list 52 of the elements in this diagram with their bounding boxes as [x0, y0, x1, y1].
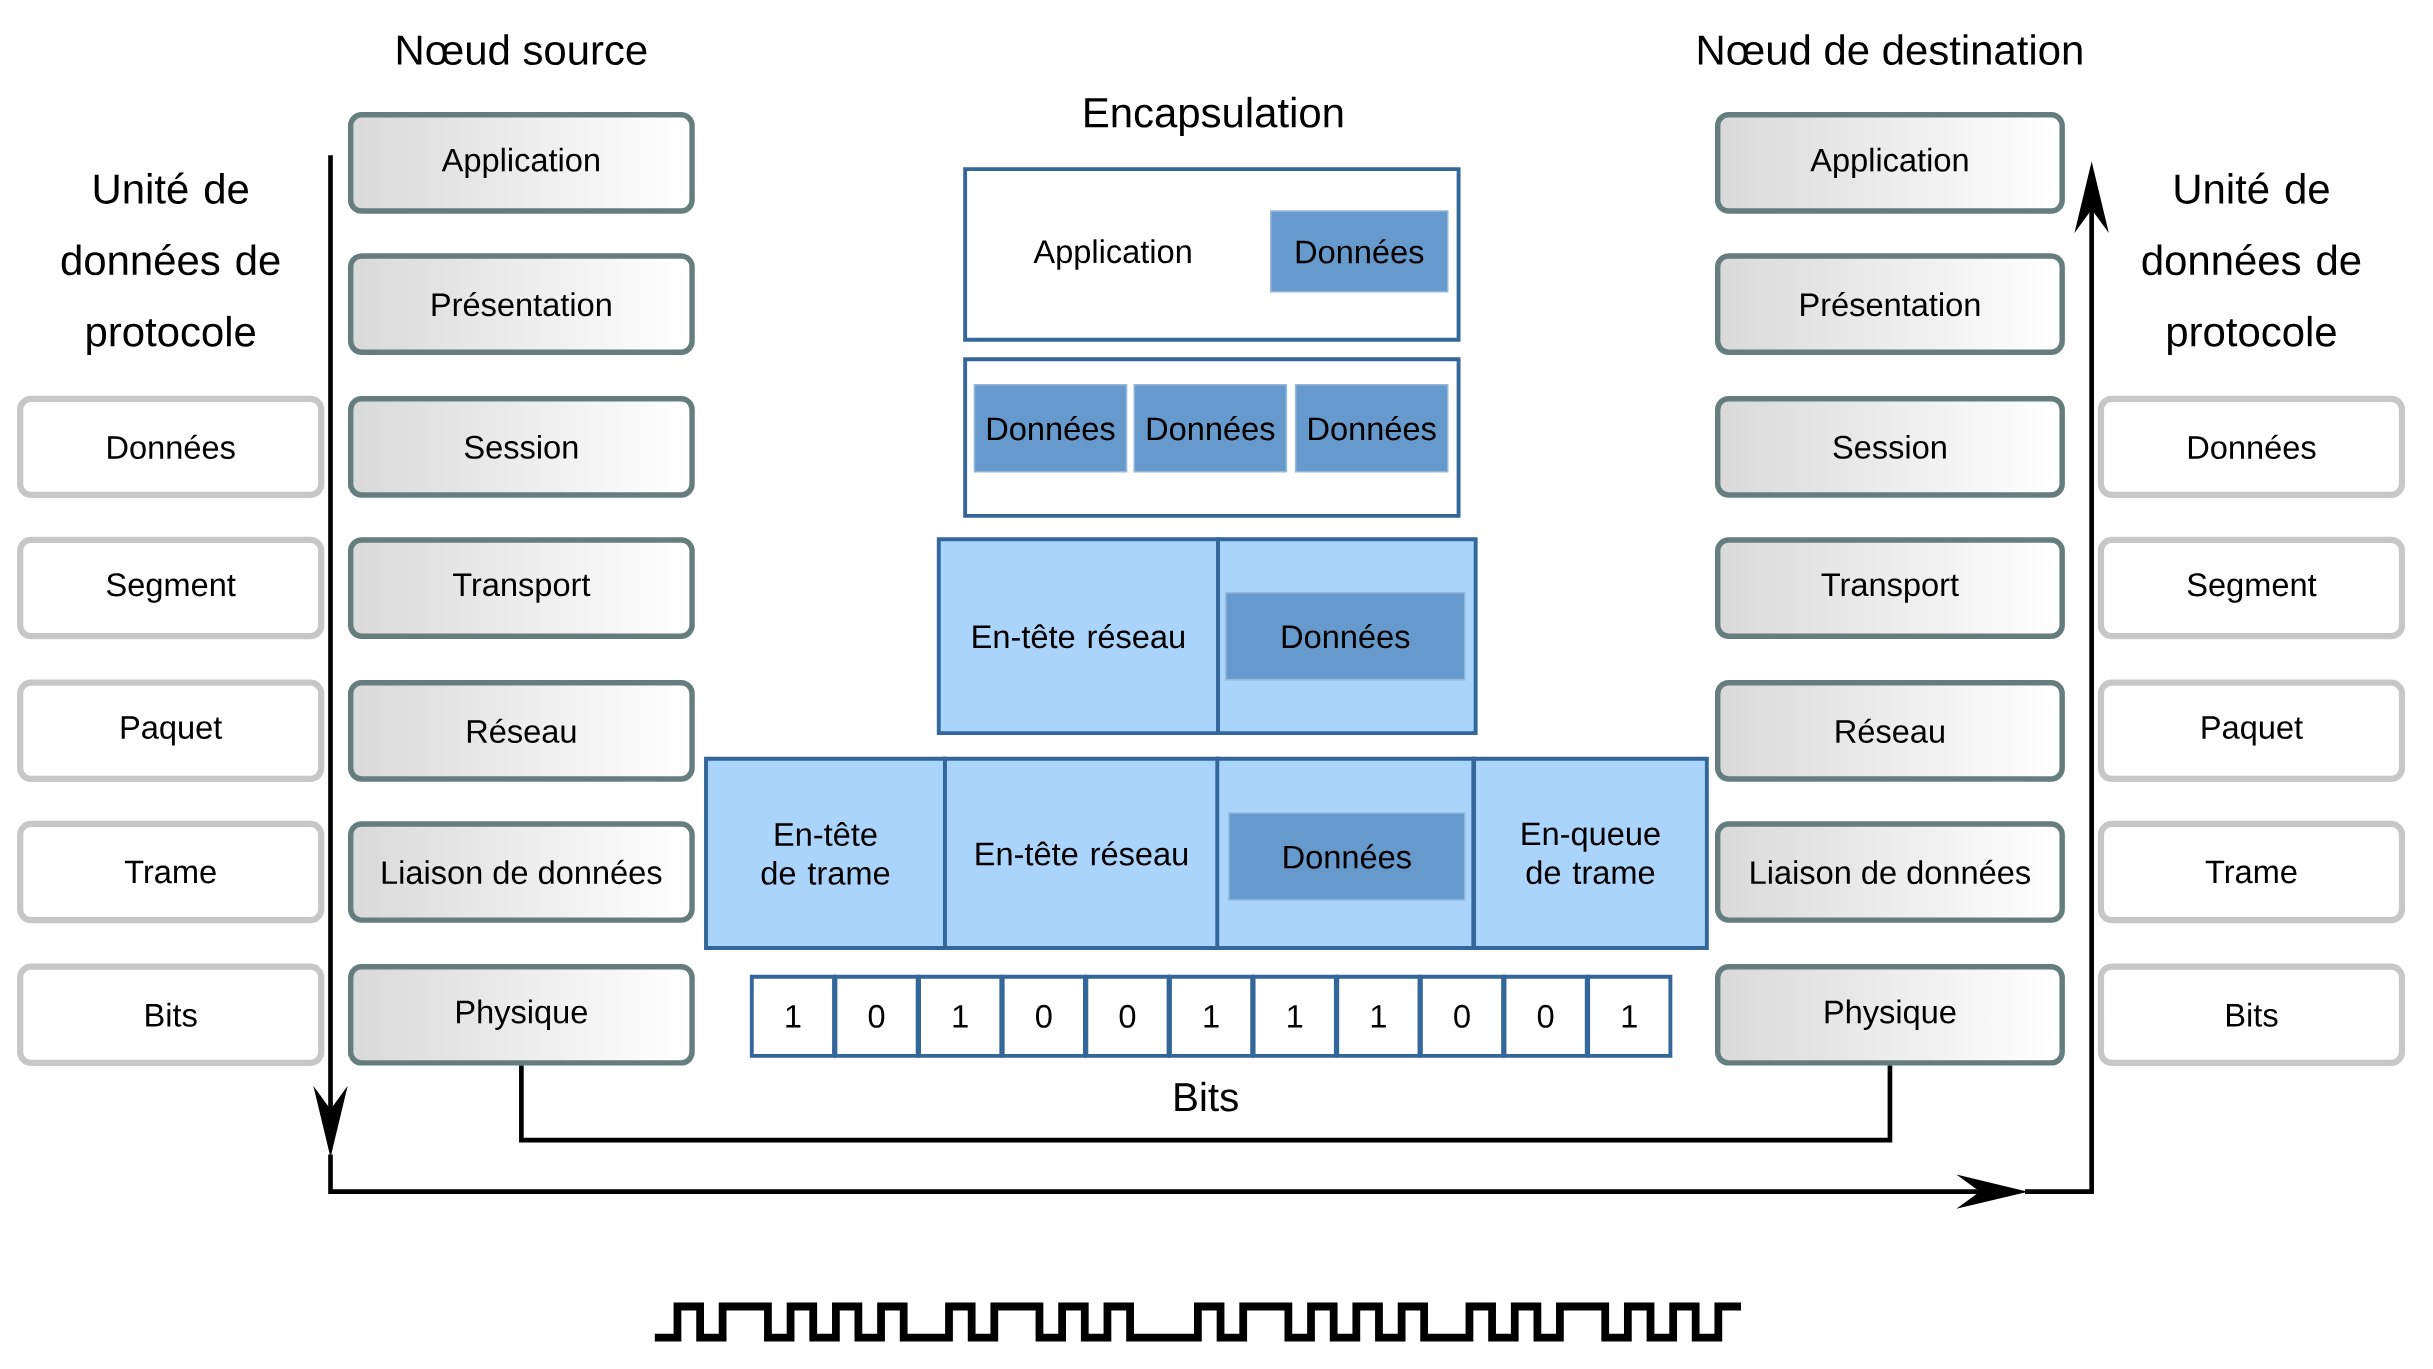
- bit-cell: 0: [1000, 975, 1087, 1059]
- pdu-box: Données: [17, 395, 325, 499]
- pdu-box: Trame: [2097, 821, 2406, 924]
- bit-cell: 1: [1586, 975, 1673, 1059]
- data-block: Données: [1225, 592, 1466, 681]
- header-cell: En-tête de trame: [704, 757, 947, 951]
- layer-box: Physique: [1715, 964, 2065, 1066]
- layer-box: Présentation: [347, 253, 695, 356]
- data-block: Données: [1228, 812, 1466, 901]
- bit-cell: 0: [1502, 975, 1589, 1059]
- data-block: Données: [1294, 384, 1449, 473]
- pdu-box: Paquet: [2097, 679, 2406, 783]
- layer-box: Réseau: [347, 680, 695, 782]
- data-block: Données: [1133, 384, 1288, 473]
- column-heading: Nœud source: [397, 34, 647, 66]
- connector-line: [519, 1065, 1893, 1143]
- bit-cell: 1: [1251, 975, 1338, 1059]
- bit-cell: 0: [1418, 975, 1506, 1059]
- pdu-box: Segment: [2097, 537, 2406, 640]
- header-cell: En-queue de trame: [1472, 757, 1709, 951]
- layer-box: Transport: [347, 537, 695, 640]
- layer-box: Application: [1715, 112, 2065, 214]
- data-block: Données: [1270, 210, 1449, 293]
- pdu-box: Paquet: [17, 679, 325, 783]
- header-cell: En-tête réseau: [936, 537, 1220, 736]
- pdu-box: Bits: [2097, 963, 2406, 1067]
- layer-box: Physique: [347, 964, 695, 1066]
- column-heading: Encapsulation: [1085, 97, 1343, 137]
- column-heading: Nœud de destination: [1698, 34, 2082, 66]
- layer-box: Session: [1715, 396, 2065, 498]
- layer-box: Liaison de données: [1715, 821, 2065, 924]
- layer-box: Session: [347, 396, 695, 498]
- bit-cell: 1: [1335, 975, 1422, 1059]
- column-heading: Unité de données de protocole: [2142, 172, 2361, 356]
- bit-cell: 1: [917, 975, 1004, 1059]
- pdu-box: Segment: [17, 537, 325, 640]
- bit-cell: 1: [749, 975, 836, 1059]
- bit-cell: 0: [1084, 975, 1171, 1059]
- edge-label: Bits: [1168, 1078, 1243, 1115]
- pdu-box: Données: [2097, 395, 2406, 499]
- pdu-box: Bits: [17, 963, 325, 1067]
- data-block: Données: [973, 384, 1128, 473]
- bit-cell: 0: [833, 975, 920, 1059]
- bit-cell: 1: [1168, 975, 1255, 1059]
- layer-box: Liaison de données: [347, 821, 695, 924]
- layer-box: Réseau: [1715, 680, 2065, 782]
- column-heading: Unité de données de protocole: [61, 172, 280, 356]
- layer-box: Transport: [1715, 537, 2065, 640]
- layer-box: Présentation: [1715, 253, 2065, 356]
- header-cell: En-tête réseau: [943, 757, 1220, 951]
- layer-box: Application: [347, 112, 695, 214]
- pdu-box: Trame: [17, 821, 325, 924]
